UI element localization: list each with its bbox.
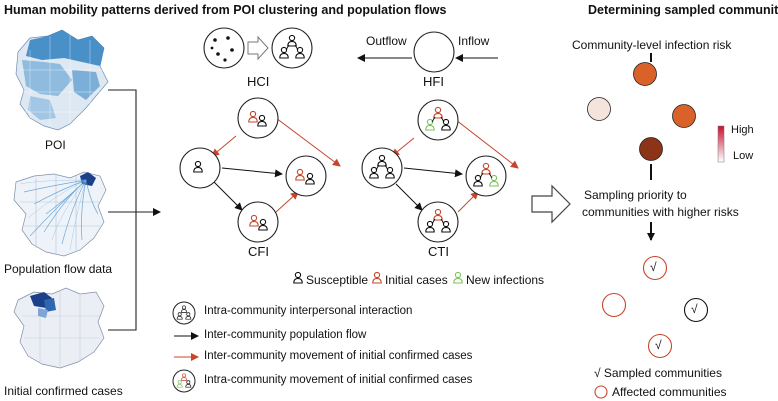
hci-label: HCI xyxy=(247,74,270,89)
risk-circles xyxy=(587,62,696,161)
legend-new-infections: New infections xyxy=(466,273,545,287)
initial-cases-label: Initial confirmed cases xyxy=(4,384,123,398)
legend-susceptible: Susceptible xyxy=(306,273,369,287)
population-flow-label: Population flow data xyxy=(4,262,113,276)
right-panel-title: Determining sampled communities xyxy=(588,3,778,17)
cti-diagram xyxy=(361,99,519,243)
priority-line-1: Sampling priority to xyxy=(584,188,687,202)
outflow-label: Outflow xyxy=(366,34,407,48)
sampled-communities-label: √ Sampled communities xyxy=(594,366,722,380)
legend-intra-interaction: Intra-community interpersonal interactio… xyxy=(204,305,413,317)
cfi-label: CFI xyxy=(248,244,269,259)
sampled-circles xyxy=(594,255,709,399)
inflow-label: Inflow xyxy=(458,34,490,48)
initial-cases-map xyxy=(13,287,105,369)
check-mark: √ xyxy=(655,338,662,352)
legend-symbols xyxy=(172,301,199,393)
population-flow-map xyxy=(13,171,107,257)
legend-inter-movement: Inter-community movement of initial conf… xyxy=(204,350,473,362)
poi-label: POI xyxy=(45,138,66,152)
risk-colorbar xyxy=(717,125,725,163)
affected-communities-label: Affected communities xyxy=(612,385,727,399)
cti-label: CTI xyxy=(428,244,449,259)
hci-diagram xyxy=(203,27,313,69)
cfi-diagram xyxy=(179,97,341,243)
colorbar-low: Low xyxy=(733,150,754,162)
check-mark: √ xyxy=(691,302,698,316)
left-panel-title: Human mobility patterns derived from POI… xyxy=(4,3,447,17)
legend-intra-movement: Intra-community movement of initial conf… xyxy=(204,374,473,386)
colorbar-high: High xyxy=(731,124,754,136)
priority-line-2: communities with higher risks xyxy=(582,205,739,219)
legend-initial-cases: Initial cases xyxy=(385,273,448,287)
risk-title: Community-level infection risk xyxy=(572,38,732,52)
check-mark: √ xyxy=(650,260,657,274)
legend-inter-flow: Inter-community population flow xyxy=(204,329,367,341)
hfi-diagram xyxy=(357,31,498,73)
hfi-label: HFI xyxy=(423,74,444,89)
big-hollow-arrow xyxy=(531,184,571,224)
poi-map xyxy=(15,29,109,131)
